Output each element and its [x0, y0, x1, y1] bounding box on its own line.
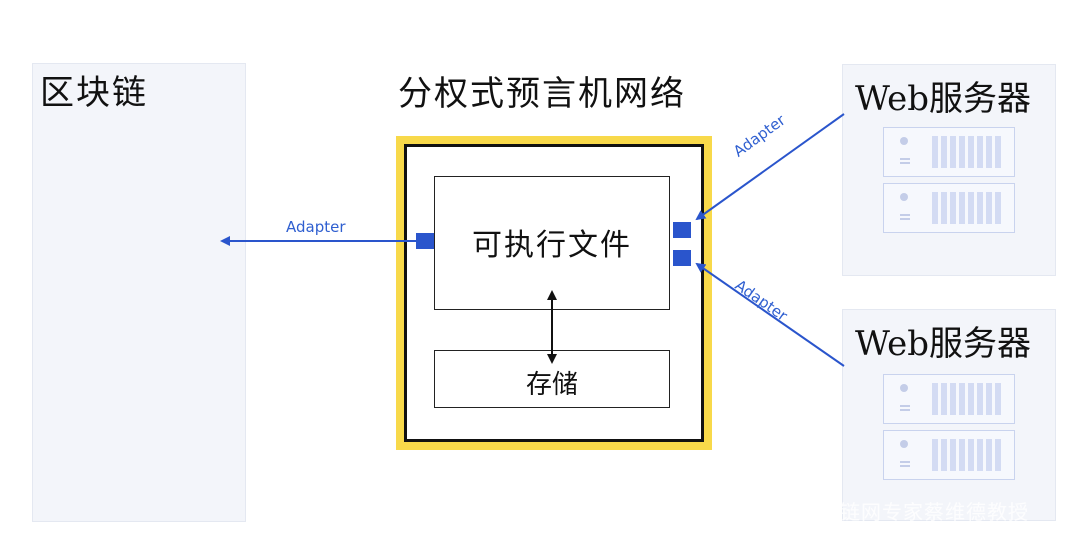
web-server-panel-top: Web服务器 — [842, 64, 1056, 276]
server-rack-icon — [883, 430, 1015, 480]
oracle-network-title: 分权式预言机网络 — [398, 74, 686, 114]
adapter-arrow-from-server-bottom — [695, 262, 845, 367]
port-right-bottom — [673, 250, 691, 266]
port-left — [416, 233, 434, 249]
adapter-label-blockchain: Adapter — [286, 218, 346, 236]
web-server-title: Web服务器 — [855, 79, 1032, 119]
executable-label: 可执行文件 — [472, 228, 632, 263]
web-server-title: Web服务器 — [855, 324, 1032, 364]
port-right-top — [673, 222, 691, 238]
server-rack-icon — [883, 127, 1015, 177]
blockchain-panel — [32, 63, 246, 522]
storage-label: 存储 — [525, 370, 578, 400]
web-server-panel-bottom: Web服务器 — [842, 309, 1056, 521]
blockchain-title: 区块链 — [40, 73, 148, 113]
watermark: 链网专家蔡维德教授 — [840, 500, 1029, 524]
adapter-arrow-from-server-top — [695, 113, 845, 221]
server-rack-icon — [883, 183, 1015, 233]
server-rack-icon — [883, 374, 1015, 424]
